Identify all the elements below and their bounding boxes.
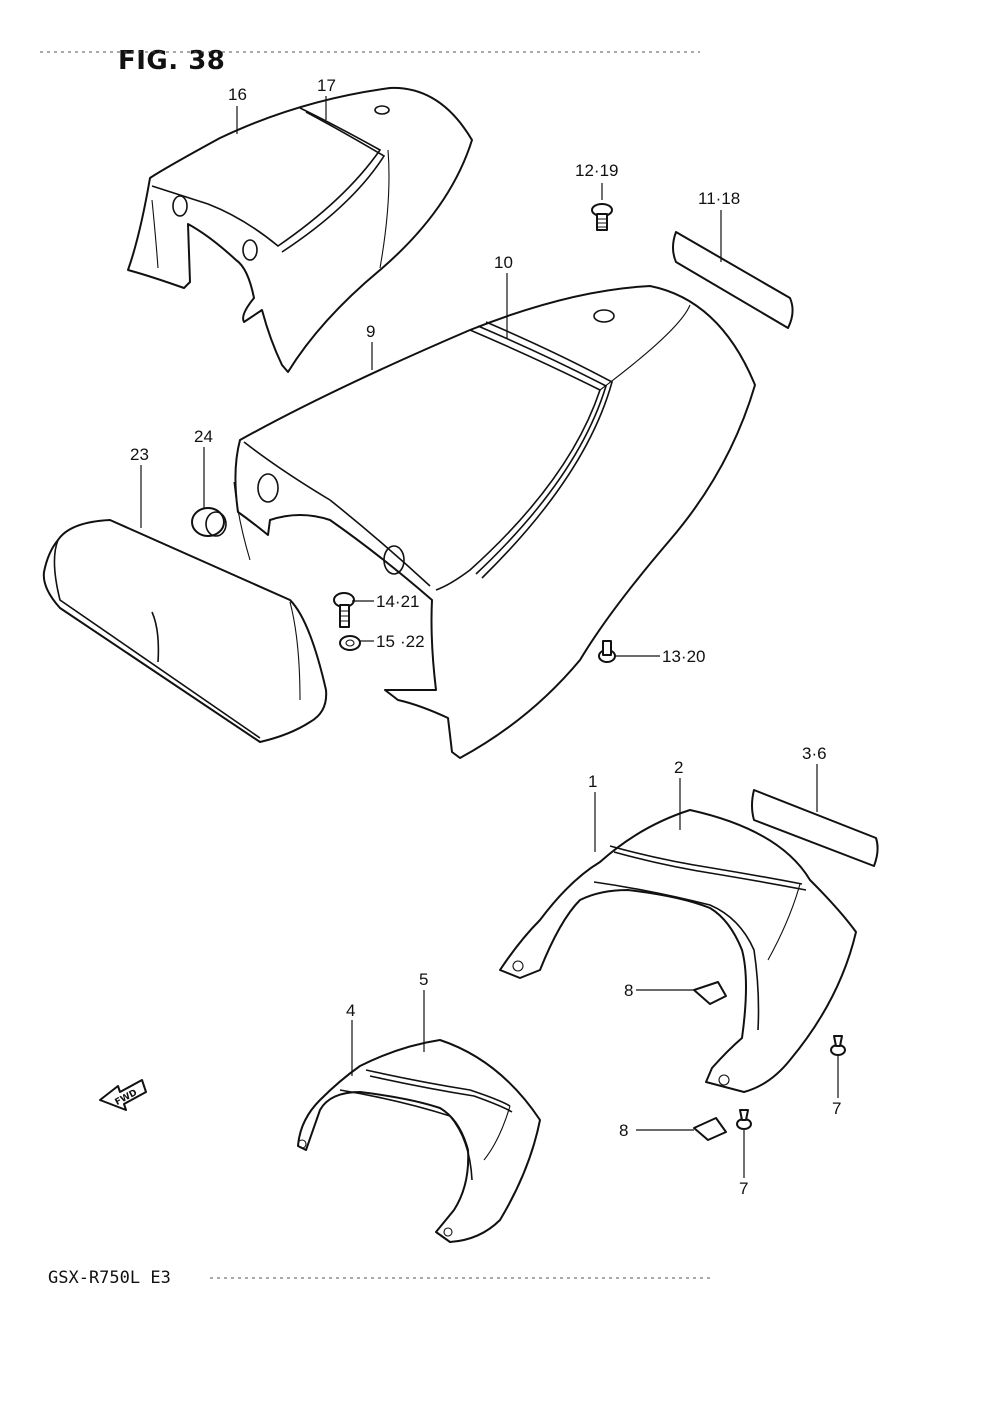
forward-arrow-icon bbox=[99, 1079, 147, 1111]
callout-2: 2 bbox=[674, 758, 683, 777]
part-16-seat-tail-cover bbox=[127, 86, 473, 373]
callout-16: 16 bbox=[228, 85, 247, 104]
part-8-clip-lower bbox=[693, 1117, 727, 1141]
callout-7-right: 7 bbox=[832, 1099, 841, 1118]
callout-10: 10 bbox=[494, 253, 513, 272]
callout-4: 4 bbox=[346, 1001, 355, 1020]
model-label: GSX-R750L E3 bbox=[48, 1268, 171, 1288]
callout-13-20: 13·20 bbox=[662, 647, 705, 666]
part-11-18-emblem-strip bbox=[672, 231, 794, 329]
leader-lines bbox=[140, 96, 839, 1178]
callout-8-upper: 8 bbox=[624, 981, 633, 1000]
part-15-22-washer bbox=[339, 635, 361, 651]
part-12-19-bolt bbox=[591, 203, 613, 231]
figure-title: FIG. 38 bbox=[118, 46, 226, 76]
part-1-2-cowl-bracket bbox=[499, 809, 857, 1093]
part-23-tail-light-lens bbox=[42, 519, 328, 743]
callout-23: 23 bbox=[130, 445, 149, 464]
part-9-seat-tail-cowl bbox=[233, 285, 756, 759]
callout-7-lower: 7 bbox=[739, 1179, 748, 1198]
part-24-grommet bbox=[191, 507, 227, 537]
callout-5: 5 bbox=[419, 970, 428, 989]
callout-9: 9 bbox=[366, 322, 375, 341]
part-13-20-screw bbox=[598, 640, 616, 663]
part-14-21-bolt bbox=[333, 592, 355, 628]
callout-15: 15 bbox=[376, 632, 395, 651]
callout-22: ·22 bbox=[400, 632, 425, 651]
callout-24: 24 bbox=[194, 427, 213, 446]
callout-labels: 16 17 12·19 11·18 10 9 24 23 14·21 15 ·2… bbox=[130, 76, 841, 1198]
part-7-screw-right bbox=[830, 1035, 846, 1056]
callout-3-6: 3·6 bbox=[802, 744, 827, 763]
part-4-5-cowl-bracket bbox=[297, 1039, 541, 1243]
part-3-6-sticker bbox=[751, 789, 879, 867]
callout-14-21: 14·21 bbox=[376, 592, 419, 611]
callout-8-lower: 8 bbox=[619, 1121, 628, 1140]
callout-1: 1 bbox=[588, 772, 597, 791]
callout-12-19: 12·19 bbox=[575, 161, 618, 180]
part-7-screw-lower bbox=[736, 1109, 752, 1130]
callout-17: 17 bbox=[317, 76, 336, 95]
part-8-clip-upper bbox=[693, 981, 727, 1005]
callout-11-18: 11·18 bbox=[698, 189, 740, 208]
